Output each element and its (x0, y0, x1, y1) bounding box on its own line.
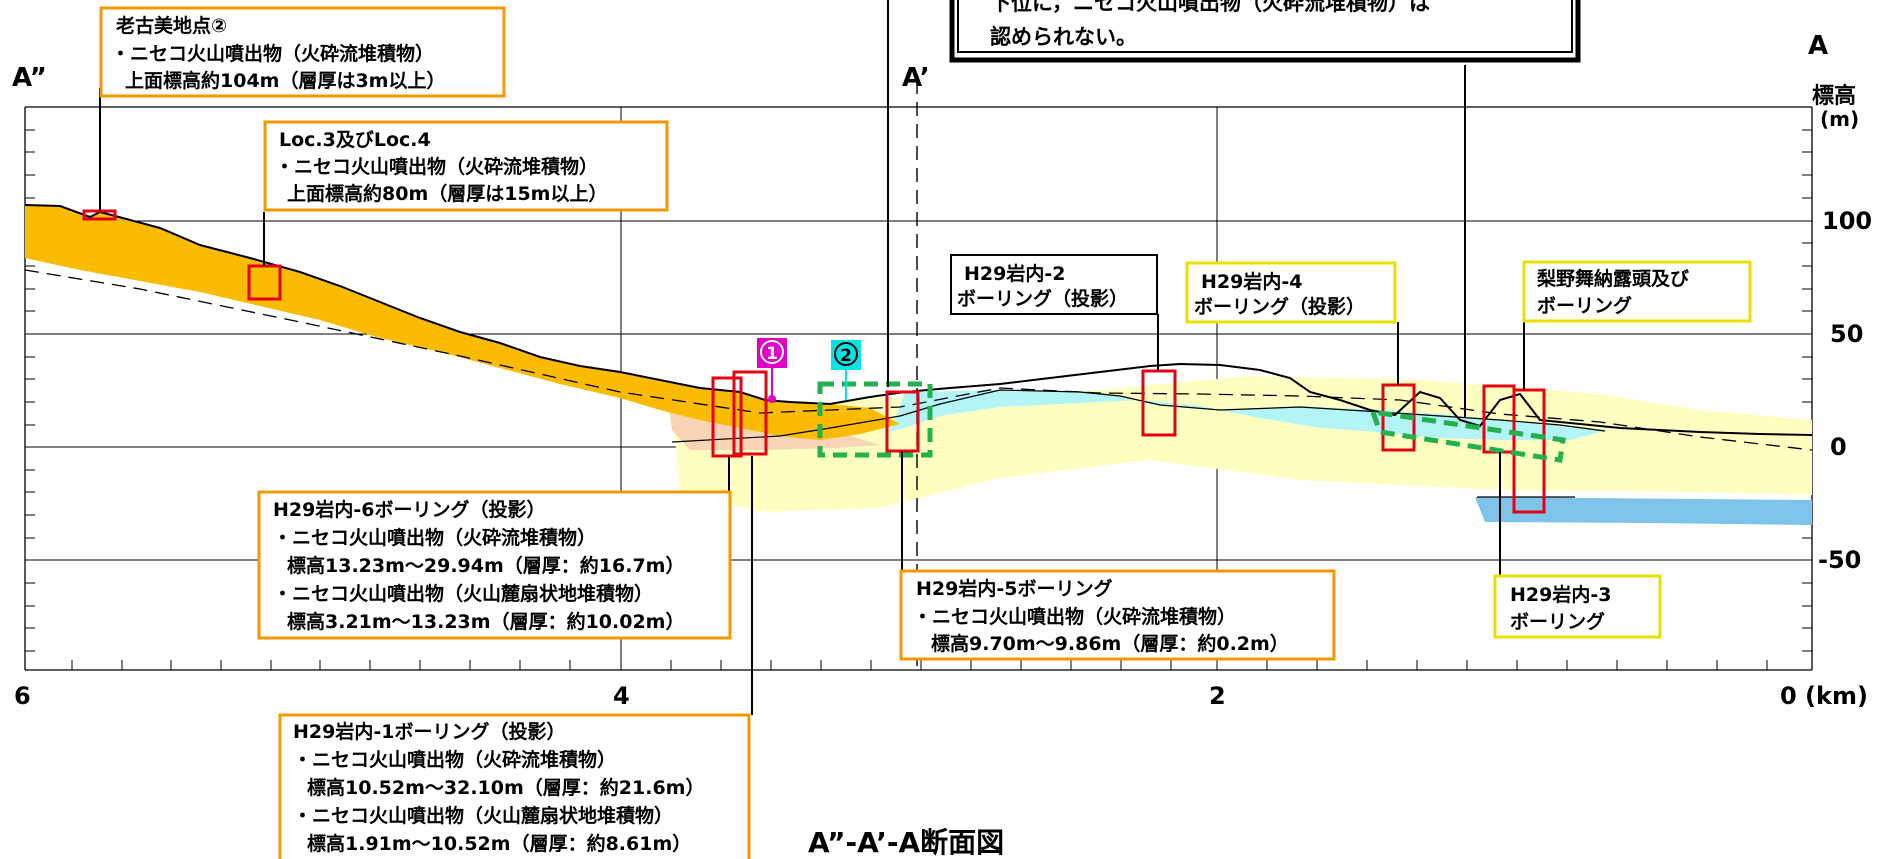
svg-text:・ニセコ火山噴出物（火砕流堆積物）: ・ニセコ火山噴出物（火砕流堆積物） (275, 155, 598, 178)
box-h29-5: H29岩内-5ボーリング ・ニセコ火山噴出物（火砕流堆積物） 標高9.70m～9… (899, 569, 1336, 661)
svg-text:下位に，ニセコ火山噴出物（火砕流堆積物）は: 下位に，ニセコ火山噴出物（火砕流堆積物）は (990, 0, 1430, 15)
y-tick-100: 100 (1822, 207, 1872, 235)
x-tick-2: 2 (1209, 682, 1226, 710)
layer-boundary-1 (671, 389, 1606, 443)
svg-text:H29岩内-5ボーリング: H29岩内-5ボーリング (916, 577, 1112, 600)
svg-text:ボーリング: ボーリング (1510, 610, 1605, 633)
svg-text:標高1.91m～10.52m（層厚：約8.61m）: 標高1.91m～10.52m（層厚：約8.61m） (307, 832, 691, 855)
svg-text:H29岩内-6ボーリング（投影）: H29岩内-6ボーリング（投影） (273, 498, 545, 521)
x-tick-6: 6 (14, 682, 31, 710)
ground-surface-line (24, 204, 1813, 436)
svg-text:ボーリング（投影）: ボーリング（投影） (1194, 295, 1365, 318)
svg-text:H29岩内-1ボーリング（投影）: H29岩内-1ボーリング（投影） (293, 720, 565, 743)
box-h29-2: H29岩内-2 ボーリング（投影） (950, 254, 1158, 315)
section-label-a-prime: A’ (902, 63, 930, 93)
svg-text:・ニセコ火山噴出物（火山麓扇状地堆積物）: ・ニセコ火山噴出物（火山麓扇状地堆積物） (293, 804, 673, 827)
minor-ticks (25, 129, 1812, 670)
figure-title: A”-A’-A断面図 (808, 826, 1004, 859)
svg-text:2: 2 (840, 346, 852, 366)
svg-text:H29岩内-2: H29岩内-2 (964, 262, 1065, 285)
svg-text:認められない。: 認められない。 (990, 25, 1137, 49)
svg-text:ボーリング: ボーリング (1537, 294, 1632, 317)
plot-frame (24, 106, 1813, 671)
box-h29-1: H29岩内-1ボーリング（投影） ・ニセコ火山噴出物（火砕流堆積物） 標高10.… (278, 713, 751, 859)
y-tick-0: 0 (1830, 433, 1847, 461)
box-h29-4: H29岩内-4 ボーリング（投影） (1185, 261, 1397, 324)
svg-text:1: 1 (766, 344, 778, 364)
x-tick-0-km: 0 (km) (1780, 682, 1868, 710)
svg-text:Loc.3及びLoc.4: Loc.3及びLoc.4 (279, 129, 431, 151)
box-h29-3: H29岩内-3 ボーリング (1493, 574, 1662, 639)
svg-text:標高10.52m～32.10m（層厚：約21.6m）: 標高10.52m～32.10m（層厚：約21.6m） (307, 776, 704, 799)
box-h29-6: H29岩内-6ボーリング（投影） ・ニセコ火山噴出物（火砕流堆積物） 標高13.… (257, 490, 732, 640)
green-dashed-outlines (817, 381, 1566, 463)
svg-text:上面標高約104m（層厚は3m以上）: 上面標高約104m（層厚は3m以上） (125, 69, 445, 92)
marker-2: 2 (831, 340, 861, 370)
section-label-a-dblprime: A” (12, 63, 47, 93)
y-tick-50: 50 (1830, 320, 1863, 348)
y-tick-minus-50: -50 (1818, 546, 1861, 574)
svg-text:・ニセコ火山噴出物（火砕流堆積物）: ・ニセコ火山噴出物（火砕流堆積物） (913, 605, 1236, 628)
lower-blue-layer (1475, 497, 1812, 525)
y-axis-unit: (m) (1820, 107, 1859, 131)
estimated-boundary-dashed (24, 269, 1813, 451)
svg-text:H29岩内-4: H29岩内-4 (1201, 270, 1302, 293)
svg-text:・ニセコ火山噴出物（火砕流堆積物）: ・ニセコ火山噴出物（火砕流堆積物） (293, 748, 616, 771)
svg-text:・ニセコ火山噴出物（火砕流堆積物）: ・ニセコ火山噴出物（火砕流堆積物） (273, 526, 596, 549)
cyan-layer (890, 390, 1605, 440)
svg-text:老古美地点②: 老古美地点② (116, 14, 227, 37)
pyroclastic-layer (25, 205, 900, 440)
marker-1: 1 (757, 338, 787, 368)
box-loc34: Loc.3及びLoc.4 ・ニセコ火山噴出物（火砕流堆積物） 上面標高約80m（… (263, 120, 669, 212)
box-rokomi: 老古美地点② ・ニセコ火山噴出物（火砕流堆積物） 上面標高約104m（層厚は3m… (99, 6, 506, 98)
svg-text:・ニセコ火山噴出物（火砕流堆積物）: ・ニセコ火山噴出物（火砕流堆積物） (111, 42, 434, 65)
box-rinomai: 梨野舞納露頭及び ボーリング (1522, 260, 1752, 323)
svg-text:H29岩内-3: H29岩内-3 (1510, 583, 1611, 606)
x-tick-4: 4 (613, 682, 630, 710)
svg-text:梨野舞納露頭及び: 梨野舞納露頭及び (1536, 267, 1689, 290)
svg-text:標高3.21m～13.23m（層厚：約10.02m）: 標高3.21m～13.23m（層厚：約10.02m） (287, 610, 684, 633)
svg-text:ボーリング（投影）: ボーリング（投影） (957, 287, 1128, 310)
marker-1-dot (768, 395, 776, 403)
leader-lines (99, 0, 1525, 715)
svg-text:・ニセコ火山噴出物（火山麓扇状地堆積物）: ・ニセコ火山噴出物（火山麓扇状地堆積物） (273, 582, 653, 605)
svg-text:標高9.70m～9.86m（層厚：約0.2m）: 標高9.70m～9.86m（層厚：約0.2m） (931, 632, 1289, 655)
svg-text:上面標高約80m（層厚は15m以上）: 上面標高約80m（層厚は15m以上） (287, 182, 607, 205)
y-axis-label: 標高 (1812, 83, 1856, 109)
callout-top: 下位に，ニセコ火山噴出物（火砕流堆積物）は 認められない。 (949, 0, 1581, 63)
section-label-a: A (1808, 31, 1828, 61)
svg-text:標高13.23m～29.94m（層厚：約16.7m）: 標高13.23m～29.94m（層厚：約16.7m） (287, 554, 684, 577)
